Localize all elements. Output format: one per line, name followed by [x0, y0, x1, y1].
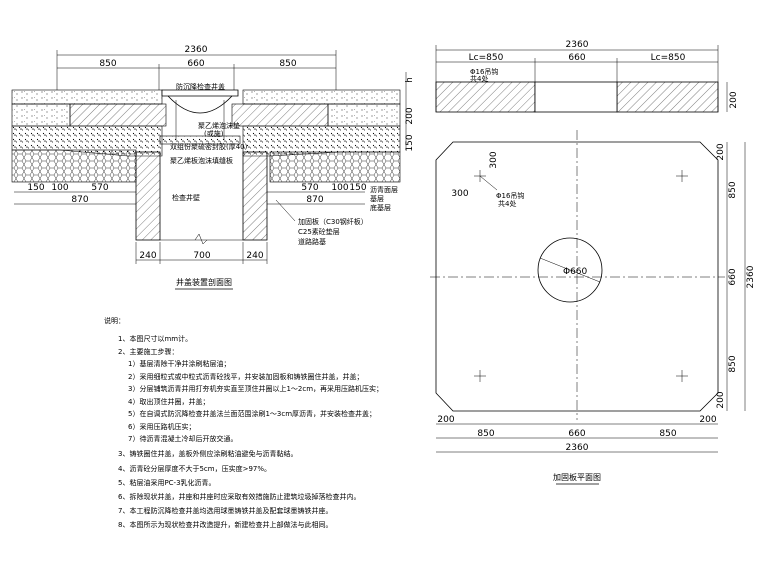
note-item: 8、本图所示为现状检查井改造提升，新建检查井上部做法与此相同。 — [118, 520, 332, 529]
plan-dim-660: 660 — [568, 53, 585, 63]
label-well-wall: 检查井壁 — [172, 193, 200, 202]
strip-dim-200: 200 — [729, 91, 739, 108]
label-base: 基层 — [370, 194, 384, 203]
note-item: 4、沥青砼分层厚度不大于5cm，压实度>97%。 — [118, 464, 271, 473]
hole-dia: Φ660 — [563, 267, 588, 277]
dim-part-3: 850 — [279, 59, 296, 69]
dim-ll-100: 100 — [51, 183, 68, 193]
dim-ll-570: 570 — [91, 183, 108, 193]
label-subbase: 底基层 — [370, 203, 391, 212]
label-cover: 防沉降检查井盖 — [176, 82, 225, 91]
plan-b-850a: 850 — [477, 429, 494, 439]
section-title: 井盖装置剖面图 — [176, 277, 232, 287]
dim-right-200: 200 — [405, 107, 415, 124]
notes-block: 说明： 1、本图尺寸以mm计。 2、主要施工步骤： 1）基层清除干净并涂刷粘层油… — [104, 316, 383, 529]
plan-view: 2360 Lc=850 660 Lc=850 Φ16吊钩 共4处 200 Φ66… — [430, 40, 756, 485]
dim-right-150: 150 — [405, 134, 415, 151]
plan-b-200b: 200 — [699, 415, 716, 425]
note-item: 3）分层铺筑沥青并用打夯机夯实直至顶住井圈以上1～2cm，再采用压路机压实； — [128, 384, 383, 393]
section-view: 2360 850 660 850 h 200 150 防沉降检查井盖 聚 — [11, 45, 415, 290]
plan-r-850a: 850 — [728, 181, 738, 198]
label-asphalt: 沥青面层 — [370, 185, 398, 194]
plan-r-660: 660 — [728, 268, 738, 285]
plan-b-total: 2360 — [566, 443, 589, 453]
note-item: 2）采用细粒式或中粒式沥青砼找平，并安装加固板和铸铁圈住井盖，井盖； — [128, 372, 363, 381]
dim-total-top: 2360 — [185, 45, 208, 55]
note-item: 3、铸铁圈住井盖，盖板外侧应涂刷粘油避免与沥青黏结。 — [118, 449, 297, 458]
label-road-base: 道路路基 — [298, 237, 326, 246]
plan-b-660: 660 — [568, 429, 585, 439]
note-item: 6）采用压路机压实； — [128, 422, 195, 431]
plan-title: 加固板平面图 — [553, 472, 601, 482]
dim-300b: 300 — [451, 189, 468, 199]
note-item: 6、拆除现状井盖，井座和井座时应采取有效措施防止建筑垃圾掉落检查井内。 — [118, 492, 360, 501]
plan-dim-lc2: Lc=850 — [651, 53, 686, 63]
label-board: 聚乙烯板泡沫填缝板 — [170, 156, 233, 165]
note-item: 7）待沥青混凝土冷却后开放交通。 — [128, 434, 237, 443]
dim-lr-100: 100 — [331, 183, 348, 193]
note-item: 2、主要施工步骤： — [118, 347, 178, 356]
plan-b-200a: 200 — [437, 415, 454, 425]
dim-lr-150: 150 — [349, 183, 366, 193]
plan-r-200b: 200 — [716, 391, 726, 408]
plan-r-850b: 850 — [728, 355, 738, 372]
note-item: 1、本图尺寸以mm计。 — [118, 334, 192, 343]
plan-r-200a: 200 — [716, 143, 726, 160]
dim-ll-870: 870 — [71, 195, 88, 205]
plan-dim-lc1: Lc=850 — [469, 53, 504, 63]
dim-300a: 300 — [489, 151, 499, 168]
note-item: 5、粘层油采用PC-3乳化沥青。 — [118, 478, 216, 487]
dim-right-h: h — [405, 77, 415, 83]
label-stud: 聚乙烯泡沫垫 — [198, 121, 240, 130]
label-adhesive: 双组份聚硫密封胶(厚40) — [170, 142, 248, 151]
label-c25: C25素砼垫层 — [298, 227, 340, 236]
note-item: 7、本工程防沉降检查井盖均选用球墨铸铁井盖及配套球墨铸铁井座。 — [118, 506, 332, 515]
note-item: 1）基层清除干净并涂刷粘层油； — [128, 359, 230, 368]
dim-lr-570: 570 — [301, 183, 318, 193]
rebar-top2: 共4处 — [470, 74, 488, 83]
rebar-mid2: 共4处 — [498, 199, 516, 208]
rebar-top: Φ16吊钩 — [470, 67, 498, 76]
plan-b-850b: 850 — [659, 429, 676, 439]
dim-lr-870: 870 — [306, 195, 323, 205]
dim-b-700: 700 — [193, 251, 210, 261]
rebar-mid: Φ16吊钩 — [496, 191, 524, 200]
plan-r-total: 2360 — [746, 265, 756, 288]
label-reinf: 加固板（C30钢纤板） — [298, 217, 368, 226]
dim-b-240b: 240 — [246, 251, 263, 261]
label-stud2: (或施) — [204, 129, 224, 138]
plan-dim-total: 2360 — [566, 40, 589, 50]
notes-heading: 说明： — [104, 316, 125, 325]
dim-b-240a: 240 — [139, 251, 156, 261]
dim-ll-150: 150 — [27, 183, 44, 193]
note-item: 4）取出顶住井圈，井盖； — [128, 397, 209, 406]
dim-part-2: 660 — [187, 59, 204, 69]
note-item: 5）在自调式防沉降检查井盖法兰面范围涂刷1～3cm厚沥青，并安装检查井盖； — [128, 409, 376, 418]
dim-part-1: 850 — [99, 59, 116, 69]
